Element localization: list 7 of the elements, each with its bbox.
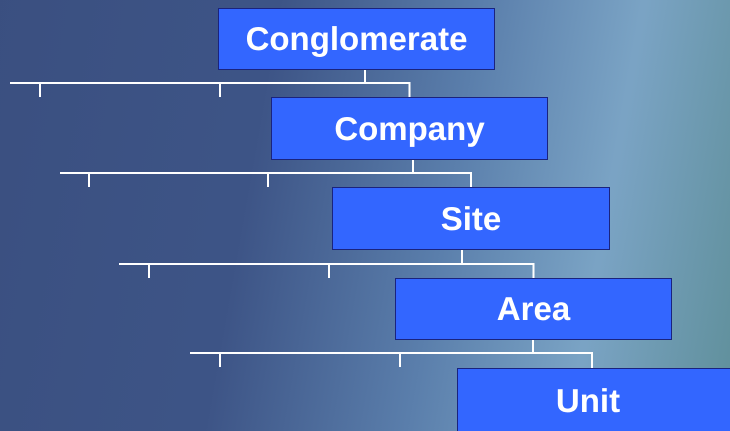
connector-line (461, 250, 534, 278)
connector-line (532, 340, 593, 368)
level-box: Site (332, 187, 610, 250)
level-box: Area (395, 278, 672, 340)
level-box: Conglomerate (218, 8, 495, 70)
level-box: Company (271, 97, 548, 160)
level-box: Unit (457, 368, 730, 431)
